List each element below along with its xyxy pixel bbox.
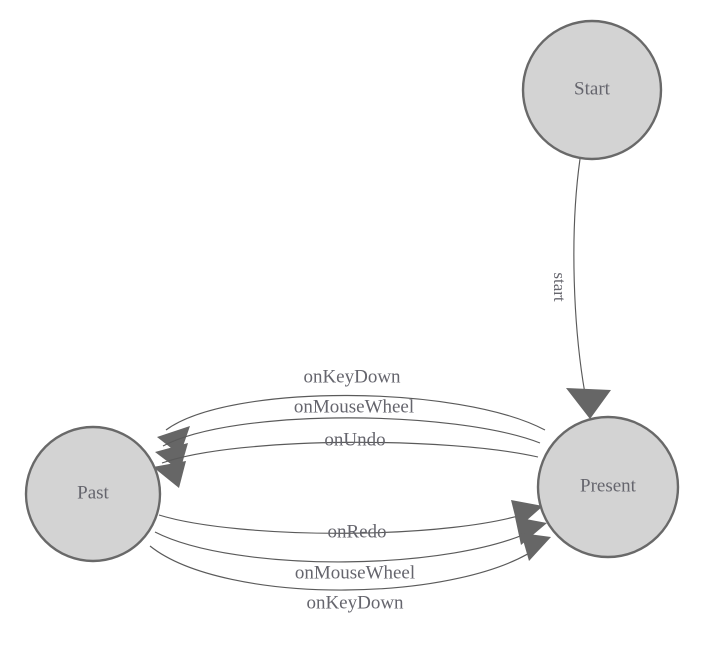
node-group: Start Past Present bbox=[24, 19, 680, 563]
edge-label-onmousewheel-up: onMouseWheel bbox=[294, 396, 414, 417]
edge-path-onundo[interactable] bbox=[161, 441, 539, 464]
edge-label-onkeydown-down: onKeyDown bbox=[306, 592, 404, 613]
edge-path-onmousewheel-down[interactable] bbox=[154, 527, 539, 563]
node-start-circle[interactable] bbox=[521, 19, 663, 161]
edge-label-start: start bbox=[550, 272, 569, 302]
edge-past-to-present-onredo[interactable]: onRedo bbox=[158, 500, 543, 542]
edge-past-to-present-onmousewheel[interactable]: onMouseWheel bbox=[154, 517, 547, 583]
edge-label-onkeydown-up: onKeyDown bbox=[303, 366, 401, 387]
edge-arrowhead-start bbox=[566, 388, 611, 419]
edge-label-onundo: onUndo bbox=[324, 429, 385, 450]
node-past-circle[interactable] bbox=[24, 425, 162, 563]
edge-label-onmousewheel-down: onMouseWheel bbox=[295, 562, 415, 583]
node-past[interactable]: Past bbox=[24, 425, 162, 563]
node-present-circle[interactable] bbox=[536, 415, 680, 559]
edge-path-onredo[interactable] bbox=[158, 510, 535, 534]
edge-path-onkeydown-down[interactable] bbox=[149, 543, 544, 591]
edge-past-to-present-onkeydown[interactable]: onKeyDown bbox=[149, 533, 551, 613]
edge-path-onmousewheel-up[interactable] bbox=[162, 417, 541, 447]
edge-path-onkeydown-up[interactable] bbox=[165, 394, 546, 431]
edge-start-to-present[interactable]: start bbox=[550, 158, 611, 419]
node-start-label: Start bbox=[574, 78, 611, 99]
node-past-label: Past bbox=[77, 482, 109, 503]
node-start[interactable]: Start bbox=[521, 19, 663, 161]
edge-group: start onKeyDown onMouseWheel onUndo bbox=[149, 158, 611, 613]
node-present[interactable]: Present bbox=[536, 415, 680, 559]
edge-present-to-past-onmousewheel[interactable]: onMouseWheel bbox=[155, 396, 541, 471]
edge-arrowhead-onkeydown-down bbox=[521, 533, 551, 561]
edge-path-start[interactable] bbox=[573, 158, 589, 411]
edge-arrowhead-onundo bbox=[153, 461, 186, 488]
edge-label-onredo: onRedo bbox=[327, 521, 386, 542]
edge-present-to-past-onundo[interactable]: onUndo bbox=[153, 429, 539, 488]
node-present-label: Present bbox=[580, 475, 637, 496]
